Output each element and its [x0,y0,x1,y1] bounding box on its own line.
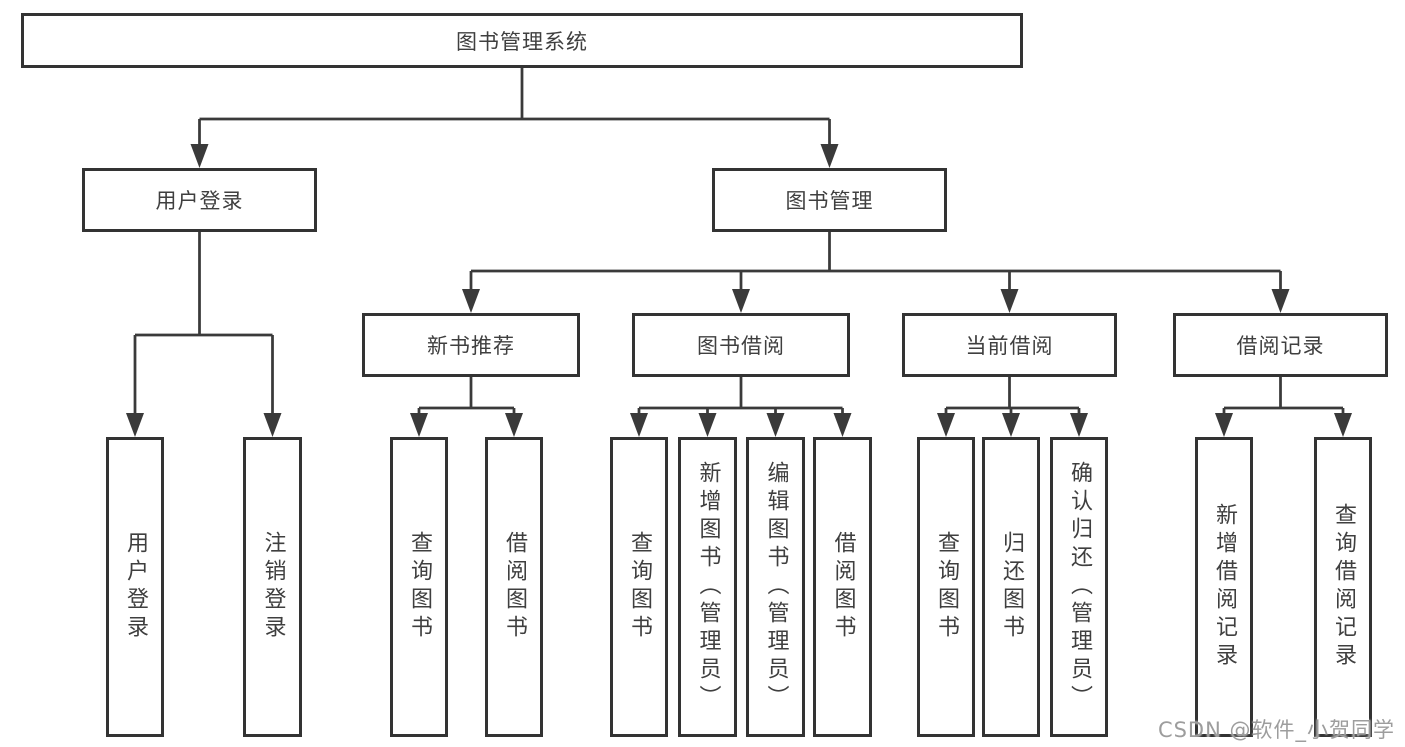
node-label-leaf-logout: 注销登录 [260,531,286,643]
node-leaf-logout: 注销登录 [243,437,302,737]
node-cb-confirm-return: 确认归还（管理员） [1050,437,1108,737]
arrowhead-icon [1000,289,1019,313]
node-br-query-record: 查询借阅记录 [1314,437,1372,737]
node-book-mgmt: 图书管理 [712,168,947,232]
node-label-root: 图书管理系统 [456,29,588,54]
arrowhead-icon [937,413,955,437]
node-leaf-user-login: 用户登录 [106,437,164,737]
node-book-borrow: 图书借阅 [632,313,850,377]
arrowhead-icon [820,144,839,168]
node-label-nb-borrow-book: 借阅图书 [502,531,527,643]
node-borrow-records: 借阅记录 [1173,313,1388,377]
arrowhead-icon [126,413,144,437]
arrowhead-icon [1070,413,1088,437]
arrowhead-icon [1334,413,1352,437]
node-label-br-query-record: 查询借阅记录 [1331,503,1356,671]
node-label-bb-borrow-book: 借阅图书 [830,531,856,643]
watermark-text: CSDN @软件_小贺同学 [1157,718,1395,742]
node-current-borrow: 当前借阅 [902,313,1117,377]
arrowhead-icon [732,289,750,313]
arrowhead-icon [462,289,480,313]
node-label-book-borrow: 图书借阅 [697,334,785,358]
node-br-add-record: 新增借阅记录 [1195,437,1253,737]
node-cb-query-book: 查询图书 [917,437,975,737]
arrowhead-icon [263,413,282,437]
node-label-br-add-record: 新增借阅记录 [1212,503,1237,671]
arrowhead-icon [190,144,209,168]
node-user-login: 用户登录 [82,168,317,232]
node-label-cb-confirm-return: 确认归还（管理员） [1067,461,1092,713]
arrowhead-icon [1215,413,1233,437]
node-bb-add-book: 新增图书（管理员） [678,437,737,737]
node-bb-borrow-book: 借阅图书 [813,437,872,737]
node-bb-edit-book: 编辑图书（管理员） [746,437,805,737]
node-label-leaf-user-login: 用户登录 [123,531,148,643]
node-new-book-rec: 新书推荐 [362,313,580,377]
node-label-bb-add-book: 新增图书（管理员） [695,461,721,713]
node-label-new-book-rec: 新书推荐 [427,334,515,358]
node-cb-return-book: 归还图书 [982,437,1040,737]
node-label-current-borrow: 当前借阅 [965,334,1054,358]
node-label-borrow-records: 借阅记录 [1236,334,1325,358]
node-label-book-mgmt: 图书管理 [785,189,874,213]
arrowhead-icon [505,413,523,437]
node-label-user-login: 用户登录 [155,189,244,213]
node-nb-borrow-book: 借阅图书 [485,437,543,737]
arrowhead-icon [698,413,717,437]
arrowhead-icon [1271,289,1290,313]
node-root: 图书管理系统 [21,13,1023,68]
arrowhead-icon [410,413,428,437]
node-label-cb-query-book: 查询图书 [934,531,959,643]
node-nb-query-book: 查询图书 [390,437,448,737]
node-label-nb-query-book: 查询图书 [407,531,432,643]
arrowhead-icon [833,413,852,437]
node-label-bb-edit-book: 编辑图书（管理员） [763,461,789,713]
arrowhead-icon [1002,413,1020,437]
node-label-bb-query-book: 查询图书 [627,531,652,643]
node-label-cb-return-book: 归还图书 [999,531,1024,643]
node-bb-query-book: 查询图书 [610,437,668,737]
arrowhead-icon [630,413,648,437]
arrowhead-icon [766,413,785,437]
